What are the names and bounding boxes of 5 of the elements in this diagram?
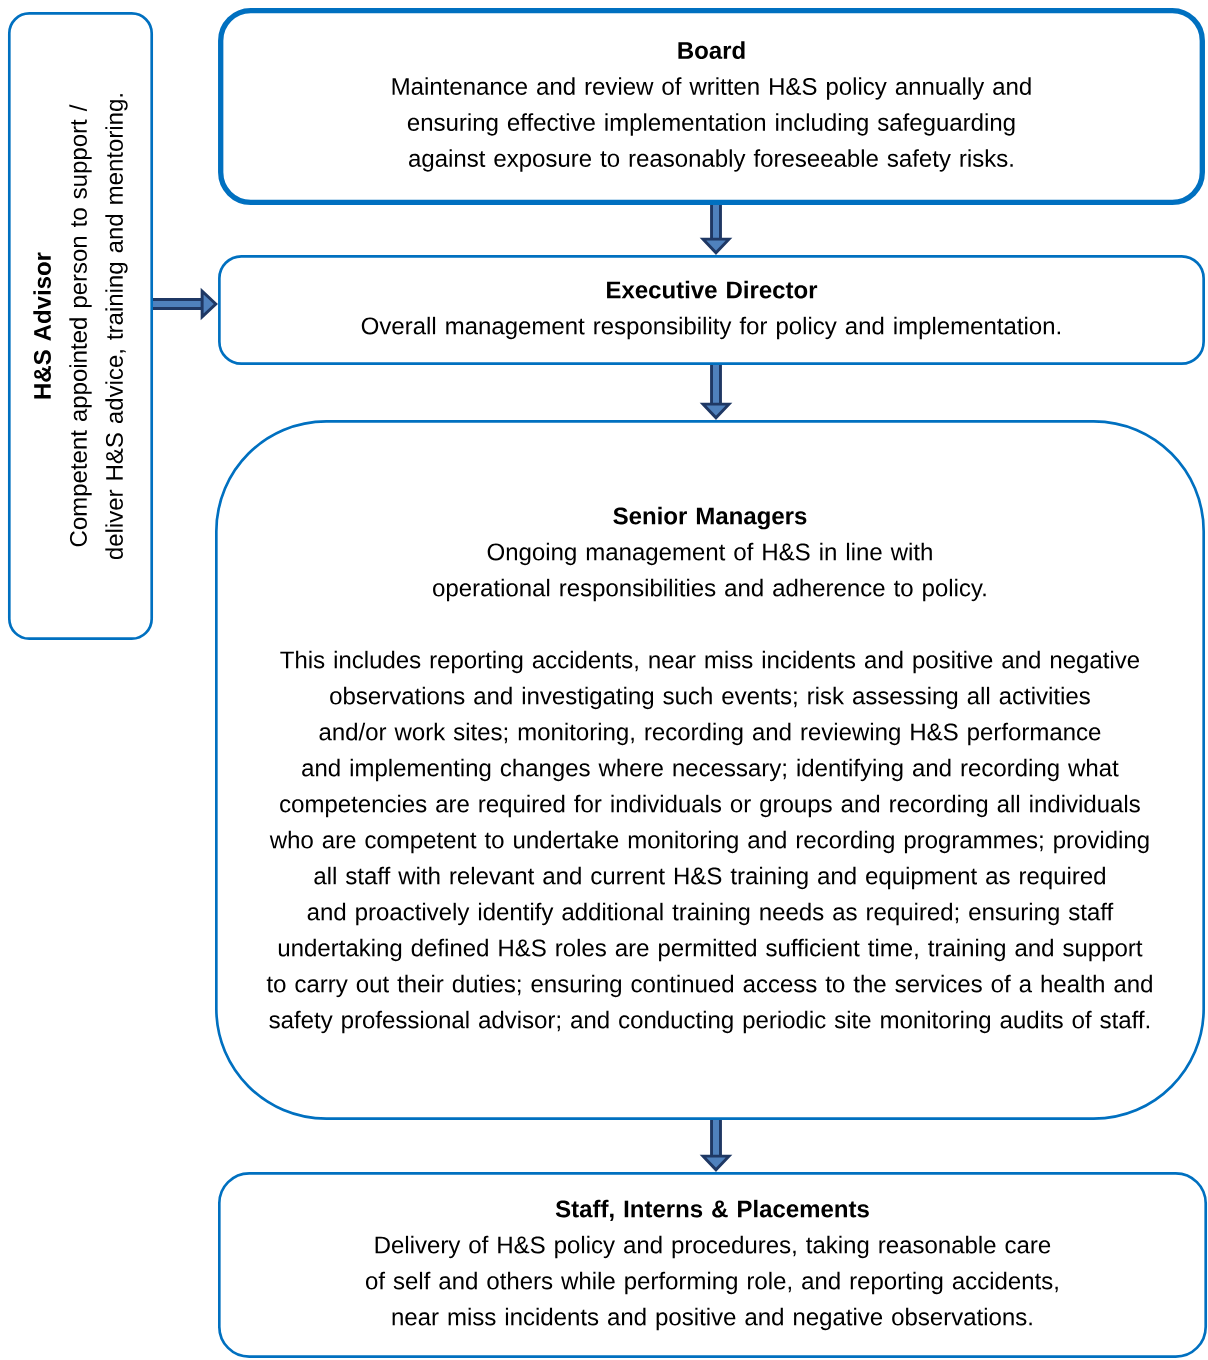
process-box: Staff, Interns & Placements Delivery of H&S policy and procedures, taking reasonable care of self and others while performing role, and reporting accidents, near miss incidents and positive and negative observations. xyxy=(217,1172,1208,1358)
board-box: Board Maintenance and review of written H&S policy annually and ensuring effective implementation including safeguarding against exposure to reasonably foreseeable safety risks. xyxy=(218,7,1205,206)
process-box: Executive Director Overall management responsibility for policy and implementation. xyxy=(218,255,1205,365)
process-box: Senior Managers Ongoing management of H&S in line with operational responsibilities and adherence to policy. This includes reporting accidents, near miss incidents and positive and negative observations and investigating such events; risk assessing all activities and/or work sites; monitoring, recording and reviewing H&S performance and implementing changes where necessary; identifying and recording what competencies are required for individuals or groups and recording all individuals who are competent to undertake monitoring and recording programmes; providing all staff with relevant and current H&S training and equipment as required and proactively identify additional training needs as required; ensuring staff undertaking defined H&S roles are permitted sufficient time, training and support to carry out their duties; ensuring continued access to the services of a health and safety professional advisor; and conducting periodic site monitoring audits of staff. xyxy=(215,420,1205,1120)
advisor-box: H&S Advisor Competent appointed person to support / deliver H&S advice, training and mentoring. xyxy=(7,12,154,640)
